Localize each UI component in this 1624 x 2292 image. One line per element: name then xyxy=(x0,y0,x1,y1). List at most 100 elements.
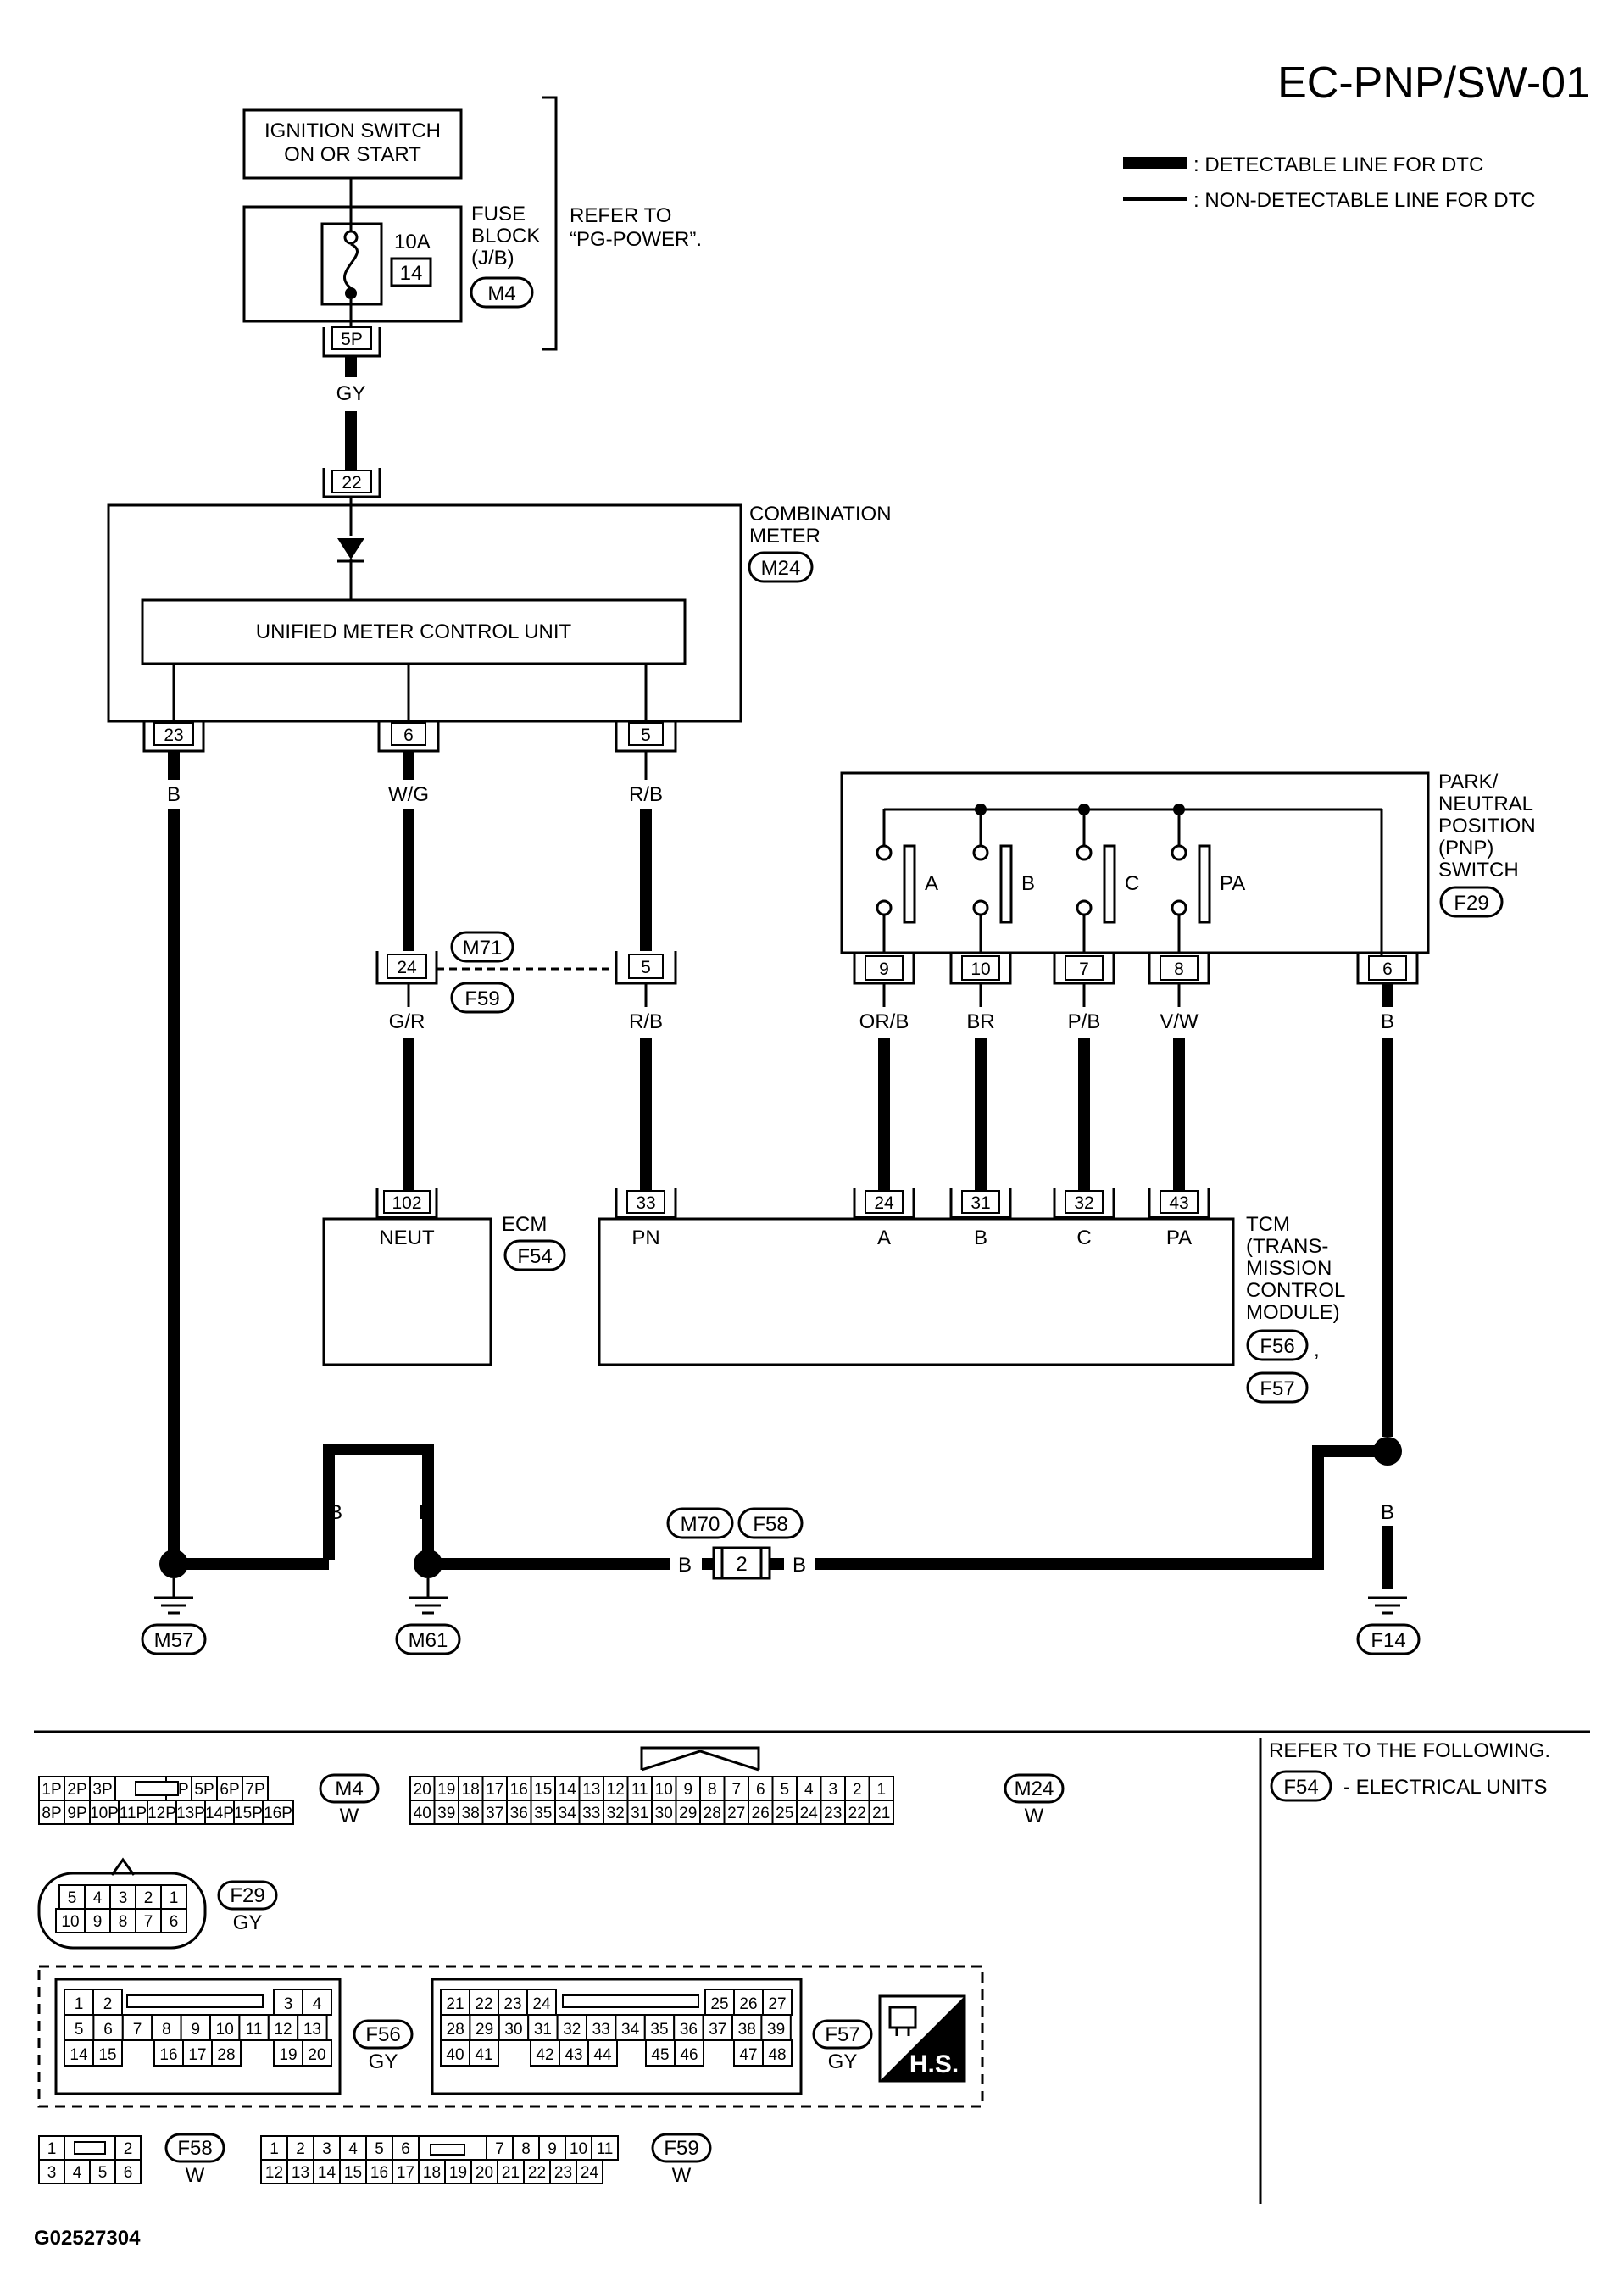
refer-connector-f54: F54 xyxy=(1283,1776,1318,1799)
pnp-name-4: (PNP) xyxy=(1438,837,1493,860)
connector-cell xyxy=(523,2159,551,2184)
refer-electrical-units: - ELECTRICAL UNITS xyxy=(1343,1776,1547,1799)
connector-pin-label: 32 xyxy=(607,1805,625,1822)
connector-pin-label: 39 xyxy=(437,1805,455,1822)
connector-cell xyxy=(586,2014,617,2041)
connector-pin-label: 11 xyxy=(246,2021,263,2039)
connector-pin-label: 18 xyxy=(423,2164,441,2182)
connector-pin-label: 5 xyxy=(780,1781,789,1799)
connector-pin-label: 24 xyxy=(800,1805,819,1822)
pnp-contact-label: PA xyxy=(1220,872,1245,895)
connector-pin-label: 10 xyxy=(655,1781,673,1799)
connector-pin-label: 5P xyxy=(194,1781,214,1799)
connector-cell xyxy=(297,2014,328,2041)
meter-terminal-5: 5 xyxy=(641,726,651,745)
connector-pin-label: 18 xyxy=(462,1781,480,1799)
meter-connector: M24 xyxy=(761,557,801,580)
connector-view-color: W xyxy=(186,2164,205,2187)
connector-cell xyxy=(365,2159,393,2184)
wire-color-gy: GY xyxy=(336,382,366,405)
diode-icon xyxy=(337,538,364,559)
wire-color-b-f14-2: B xyxy=(1381,1501,1394,1524)
meter-terminal-6: 6 xyxy=(403,726,414,745)
connector-cell xyxy=(576,2159,603,2184)
connector-pin-label: 35 xyxy=(534,1805,552,1822)
legend-detectable-swatch xyxy=(1123,157,1187,169)
connector-cell xyxy=(559,2039,589,2067)
connector-cell xyxy=(38,1776,65,1801)
connector-cell xyxy=(339,2135,367,2161)
connector-pin-label: 42 xyxy=(536,2046,553,2064)
connector-pin-label: 33 xyxy=(592,2021,610,2039)
connector-cell xyxy=(233,1800,264,1825)
ground-label-f14: F14 xyxy=(1371,1629,1405,1652)
connector-pin-label: 2 xyxy=(144,1889,153,1907)
pnp-switch-box xyxy=(840,771,1430,954)
fuse-amp: 10A xyxy=(394,231,431,253)
pnp-contact-bar xyxy=(1198,844,1211,924)
connector-cell xyxy=(89,1776,116,1801)
ground-symbol-f14 xyxy=(1368,1596,1407,1615)
legend-non-detectable-label: : NON-DETECTABLE LINE FOR DTC xyxy=(1193,189,1536,212)
pnp-contact-lower xyxy=(1076,899,1093,916)
connector-pin-label: 29 xyxy=(679,1805,697,1822)
connector-cell xyxy=(530,1800,556,1825)
connector-pin-label: 34 xyxy=(621,2021,640,2039)
pnp-contact-bar xyxy=(999,844,1013,924)
figure-code: G02527304 xyxy=(34,2227,141,2250)
tcm-name-4: CONTROL xyxy=(1246,1279,1345,1302)
connector-view-name: F29 xyxy=(230,1884,264,1907)
refer-heading: REFER TO THE FOLLOWING. xyxy=(1269,1739,1550,1762)
connector-cell xyxy=(153,2039,184,2067)
connector-cell xyxy=(470,2159,498,2184)
connector-cell xyxy=(64,2159,91,2184)
connector-cell xyxy=(118,1800,148,1825)
connector-cell xyxy=(433,1776,459,1801)
connector-pin-label: 2 xyxy=(853,1781,862,1799)
pnp-name-5: SWITCH xyxy=(1438,859,1519,882)
connector-pin-label: 5 xyxy=(98,2164,108,2182)
connector-cell xyxy=(530,2039,560,2067)
connector-pin-label: 15 xyxy=(344,2164,362,2182)
connector-view-color: W xyxy=(340,1805,359,1827)
connector-pin-label: 1 xyxy=(170,1889,179,1907)
connector-cell xyxy=(587,2039,618,2067)
connector-cell xyxy=(302,2039,332,2067)
tcm-terminal-label: 32 xyxy=(1074,1193,1093,1213)
connector-pin-label: 19 xyxy=(449,2164,467,2182)
connector-cell xyxy=(64,2039,94,2067)
connector-pin-label: 44 xyxy=(593,2046,612,2064)
connector-pin-label: 11P xyxy=(120,1805,147,1822)
connector-pin-label: 6 xyxy=(756,1781,765,1799)
wire-color-b-gnd-1: B xyxy=(167,1501,181,1524)
connector-pin-label: 40 xyxy=(446,2046,464,2064)
connector-cell xyxy=(92,1989,123,2016)
ecm-terminal-102: 102 xyxy=(392,1193,421,1213)
tcm-pin-label: C xyxy=(1076,1227,1091,1249)
pnp-name-3: POSITION xyxy=(1438,815,1536,837)
connector-cell xyxy=(591,2135,619,2161)
connector-pin-label: 8 xyxy=(119,1913,128,1931)
pnp-wire-color: BR xyxy=(966,1010,994,1033)
connector-cell xyxy=(114,2135,142,2161)
pnp-contact-label: B xyxy=(1021,872,1035,895)
page-title: EC-PNP/SW-01 xyxy=(1277,58,1590,108)
hs-badge: H.S. xyxy=(878,1994,966,2083)
connector-pin-label: 8P xyxy=(42,1805,61,1822)
connector-pin-label: 11 xyxy=(631,1781,648,1799)
connector-pin-label: 38 xyxy=(738,2021,756,2039)
connector-pin-label: 24 xyxy=(532,1995,551,2013)
tcm-box xyxy=(598,1217,1235,1366)
pnp-terminal-label: 6 xyxy=(1382,960,1393,979)
f29-housing xyxy=(37,1872,207,1950)
connector-cell xyxy=(615,2014,646,2041)
connector-pin-label: 28 xyxy=(704,1805,721,1822)
connector-pin-label: 17 xyxy=(486,1781,503,1799)
connector-pin-label: 2 xyxy=(124,2140,133,2158)
connector-pin-label: 20 xyxy=(476,2164,493,2182)
connector-cell xyxy=(267,2014,299,2041)
connector-pin-label: 33 xyxy=(582,1805,600,1822)
fuse-block-name-1: FUSE xyxy=(471,203,526,225)
connector-pin-label: 6 xyxy=(103,2021,113,2039)
